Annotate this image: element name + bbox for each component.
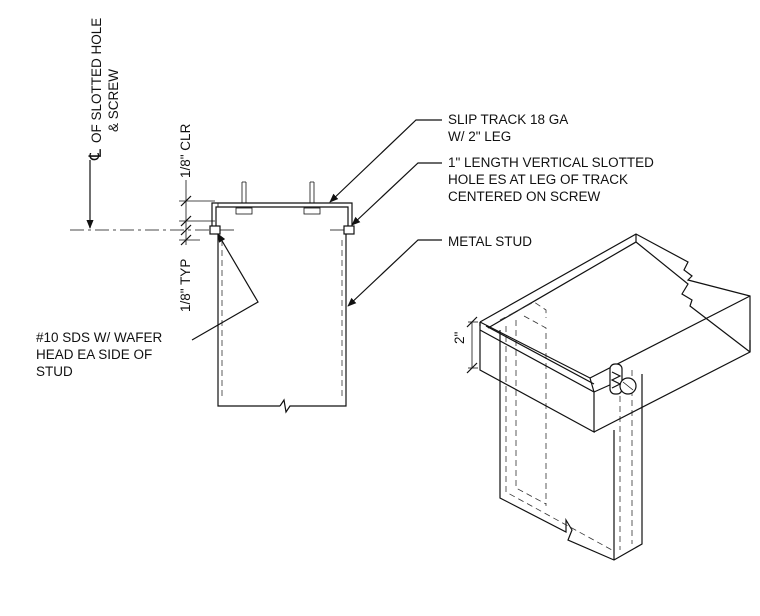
slip-track-section [211,202,353,233]
slotted-hole-leader [351,162,442,226]
screw-label-line-2: HEAD EA SIDE OF [36,347,152,362]
slip-track-leader [329,119,442,203]
track-back-leg [479,233,751,352]
slip-track-label-line-1: SLIP TRACK 18 GA [448,112,568,127]
stud-section [217,226,347,414]
screw-left [209,225,221,235]
metal-stud-label: METAL STUD [448,234,532,249]
stud-isometric [499,330,643,561]
screw-label-line-3: STUD [36,364,73,379]
section-view [209,181,355,414]
leg-dimension-label: 2" [452,331,467,344]
slotted-hole-label-line-3: CENTERED ON SCREW [448,189,601,204]
metal-stud-leader [347,239,442,307]
slotted-hole [609,363,623,395]
centerline-symbol: ℄ [86,149,105,161]
callouts: SLIP TRACK 18 GA W/ 2" LEG 1" LENGTH VER… [36,112,654,379]
track-front-leg [479,322,595,434]
centerline-label-line-2: & SCREW [106,69,121,132]
isometric-view: 2" [452,233,751,561]
centerline-label-line-1: OF SLOTTED HOLE [89,18,104,143]
typical-dimension-label: 1/8" TYP [178,259,193,312]
slip-track-label-line-2: W/ 2" LEG [448,129,511,144]
screw-label-line-1: #10 SDS W/ WAFER [36,330,163,345]
screw-right [343,225,355,235]
screw-leader [191,233,259,341]
centerline-annotation: ℄ OF SLOTTED HOLE & SCREW [70,18,218,231]
slotted-hole-label-line-1: 1" LENGTH VERTICAL SLOTTED [448,155,654,170]
clearance-dimensions: 1/8" CLR 1/8" TYP [178,123,215,312]
slotted-hole-label-line-2: HOLE ES AT LEG OF TRACK [448,172,628,187]
clearance-dimension-label: 1/8" CLR [178,123,193,178]
